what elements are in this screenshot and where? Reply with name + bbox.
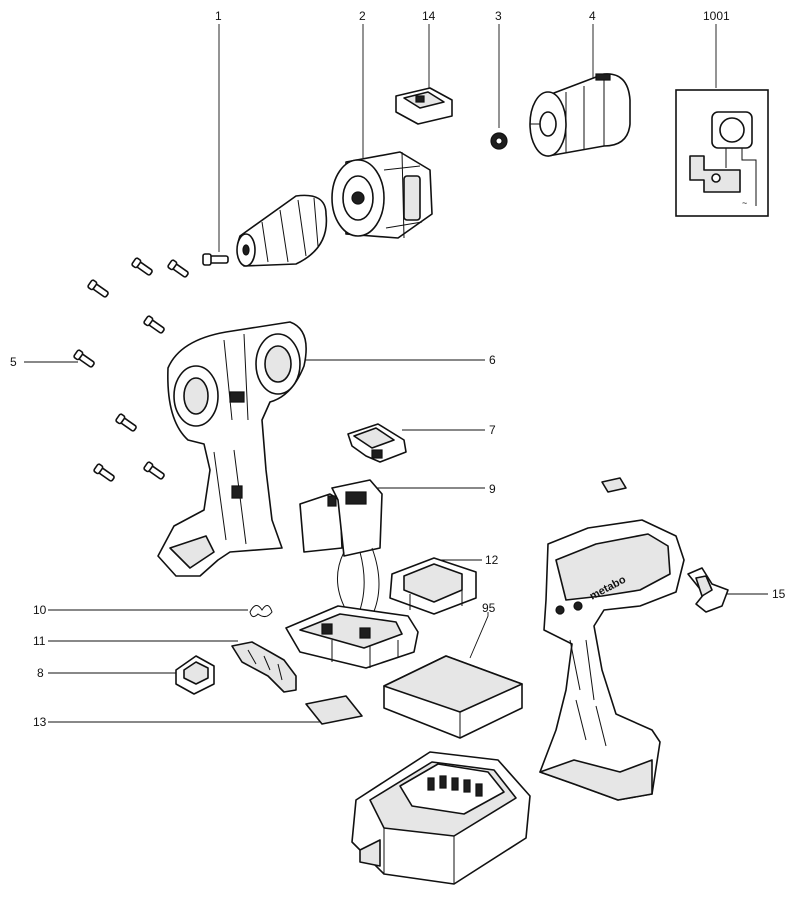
part-6-housing-left — [157, 321, 307, 577]
housing-right-half: metabo — [539, 519, 685, 801]
callout-11: 11 — [33, 634, 46, 648]
part-2-gearbox — [331, 151, 433, 239]
callout-9: 9 — [489, 482, 496, 496]
part-10-spring — [249, 605, 273, 618]
part-12-battery-latch — [389, 557, 477, 615]
callout-8: 8 — [37, 666, 44, 680]
callout-10: 10 — [33, 603, 47, 617]
part-5-housing-screws — [73, 257, 189, 482]
callout-4: 4 — [589, 9, 596, 23]
callout-12: 12 — [485, 553, 499, 567]
battery-contact-plate — [285, 605, 419, 669]
drill-chuck — [236, 194, 328, 267]
part-4-motor — [529, 73, 631, 157]
leader-lines — [24, 24, 768, 723]
callout-95: 95 — [482, 601, 496, 615]
part-13-label-plate — [305, 695, 363, 725]
callout-1001: 1001 — [703, 9, 730, 23]
part-11-rubber-insert — [231, 641, 297, 693]
callout-6: 6 — [489, 353, 496, 367]
part-9-trigger-switch — [299, 479, 383, 621]
part-14-switch-slider — [395, 87, 453, 125]
callout-3: 3 — [495, 9, 502, 23]
part-3-pinion-gear — [490, 132, 508, 150]
battery-pack — [351, 751, 531, 885]
part-15-belt-clip — [687, 567, 729, 613]
part-95-cover-plate — [383, 655, 523, 739]
callout-5: 5 — [10, 355, 17, 369]
small-insert-plate — [601, 477, 627, 493]
callout-14: 14 — [422, 9, 436, 23]
callout-13: 13 — [33, 715, 47, 729]
part-1-chuck-screw — [202, 253, 229, 266]
callout-1: 1 — [215, 9, 222, 23]
svg-text:~: ~ — [742, 198, 747, 208]
callout-labels: 1 2 14 3 4 1001 5 6 7 9 12 95 10 15 11 8… — [10, 9, 786, 729]
callout-7: 7 — [489, 423, 496, 437]
callout-2: 2 — [359, 9, 366, 23]
battery-contact-slots — [427, 775, 483, 797]
part-7-slider-button — [347, 423, 407, 463]
part-1001-electronics-inset: ~ — [675, 89, 769, 217]
callout-15: 15 — [772, 587, 786, 601]
part-8-led-cap — [175, 655, 215, 695]
